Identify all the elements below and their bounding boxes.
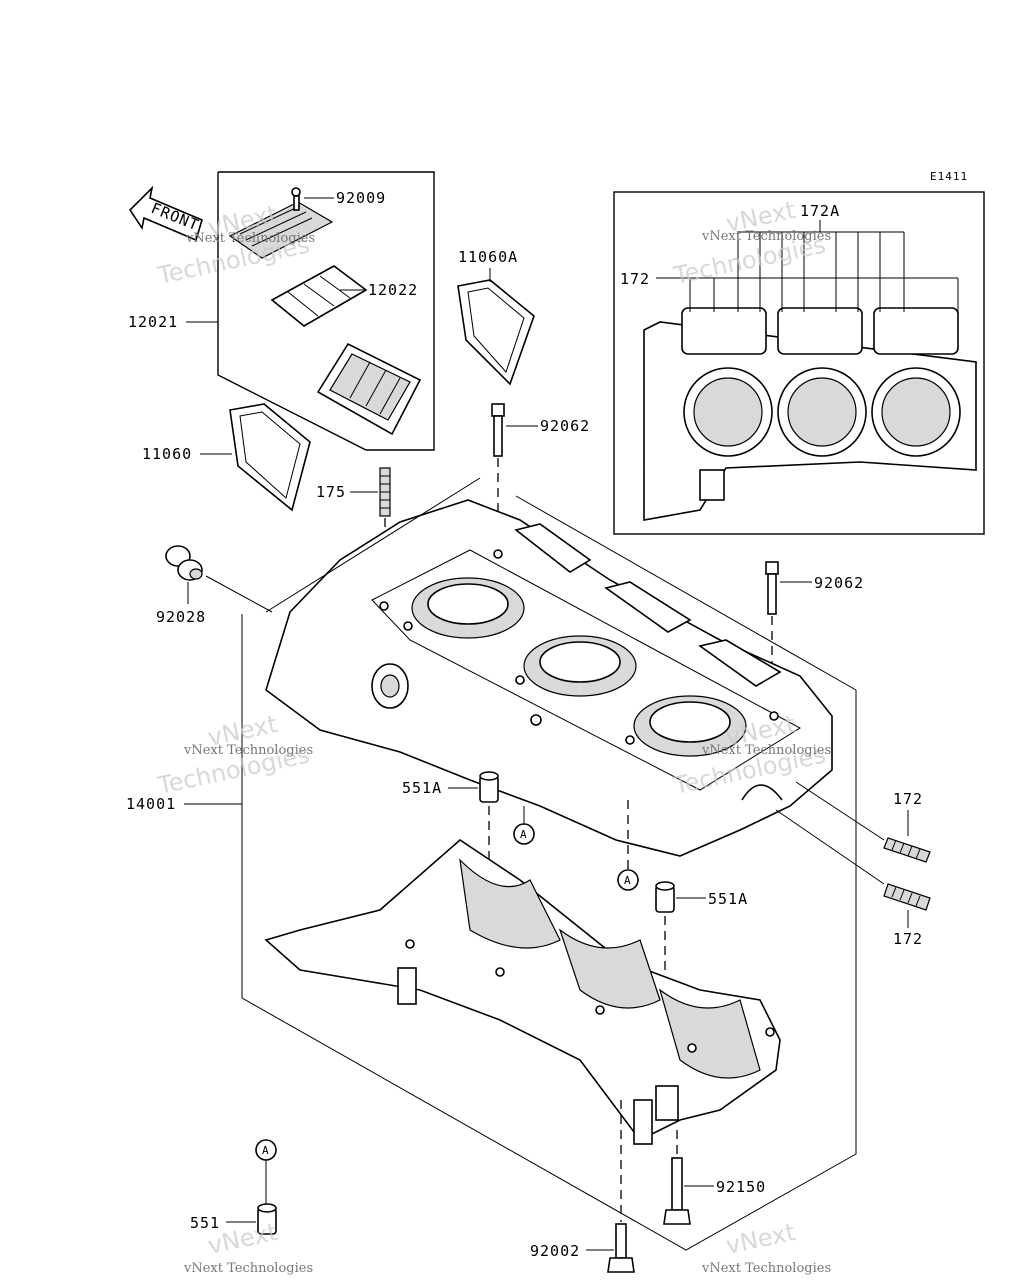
stud-175-icon (379, 467, 391, 517)
gasket-11060a (457, 279, 535, 386)
label-11060: 11060 (142, 445, 192, 463)
label-92062-right: 92062 (814, 574, 864, 592)
label-551a-upper: 551A (402, 779, 442, 797)
label-92150: 92150 (716, 1178, 766, 1196)
dowel-551a-lower-icon (655, 881, 675, 913)
bolt-92062-upper-icon (491, 403, 505, 457)
label-92009: 92009 (336, 189, 386, 207)
label-551: 551 (190, 1214, 220, 1232)
label-92002: 92002 (530, 1242, 580, 1260)
svg-text:vNext Technologies: vNext Technologies (183, 743, 313, 758)
svg-text:A: A (262, 1144, 270, 1157)
svg-text:A: A (520, 828, 528, 841)
svg-text:A: A (624, 874, 632, 887)
dowel-551a-upper-icon (479, 771, 499, 803)
diagram-code: E1411 (930, 170, 968, 183)
plug-92028-icon (165, 545, 203, 581)
callout-a-1: A (513, 806, 535, 845)
label-12021: 12021 (128, 313, 178, 331)
label-12022: 12022 (368, 281, 418, 299)
stud-172-lower-icon (883, 883, 931, 911)
gasket-11060 (229, 403, 311, 512)
stud-172-upper-icon (883, 837, 931, 863)
watermark-bottom-right: vNext vNext Technologies (701, 1218, 831, 1276)
label-92062-upper: 92062 (540, 417, 590, 435)
label-11060a: 11060A (458, 248, 518, 266)
callout-a-3: A (255, 1139, 277, 1206)
screw-icon (291, 187, 301, 211)
svg-text:vNext Technologies: vNext Technologies (183, 1261, 313, 1276)
svg-text:vNext Technologies: vNext Technologies (701, 1261, 831, 1276)
label-175: 175 (316, 483, 346, 501)
svg-text:vNext Technologies: vNext Technologies (701, 229, 831, 244)
watermark-mid-left: vNext Technologies vNext Technologies (154, 710, 313, 800)
label-14001: 14001 (126, 795, 176, 813)
label-172a: 172A (800, 202, 840, 220)
svg-text:vNext: vNext (723, 1218, 797, 1260)
lower-crankcase (264, 838, 781, 1145)
label-172-upper: 172 (893, 790, 923, 808)
svg-text:vNext Technologies: vNext Technologies (701, 743, 831, 758)
label-551a-lower: 551A (708, 890, 748, 908)
bolt-92062-right-icon (765, 561, 779, 615)
label-92028: 92028 (156, 608, 206, 626)
reed-valve-group-box (217, 171, 435, 451)
inset-top-view-box (613, 191, 985, 535)
bolt-92150-icon (663, 1157, 691, 1225)
upper-crankcase (265, 499, 833, 857)
callout-a-2: A (617, 800, 639, 891)
label-172-lower: 172 (893, 930, 923, 948)
dowel-551-icon (257, 1203, 277, 1235)
svg-text:vNext Technologies: vNext Technologies (185, 231, 315, 246)
bolt-92002-icon (607, 1223, 635, 1273)
label-172-inset: 172 (620, 270, 650, 288)
